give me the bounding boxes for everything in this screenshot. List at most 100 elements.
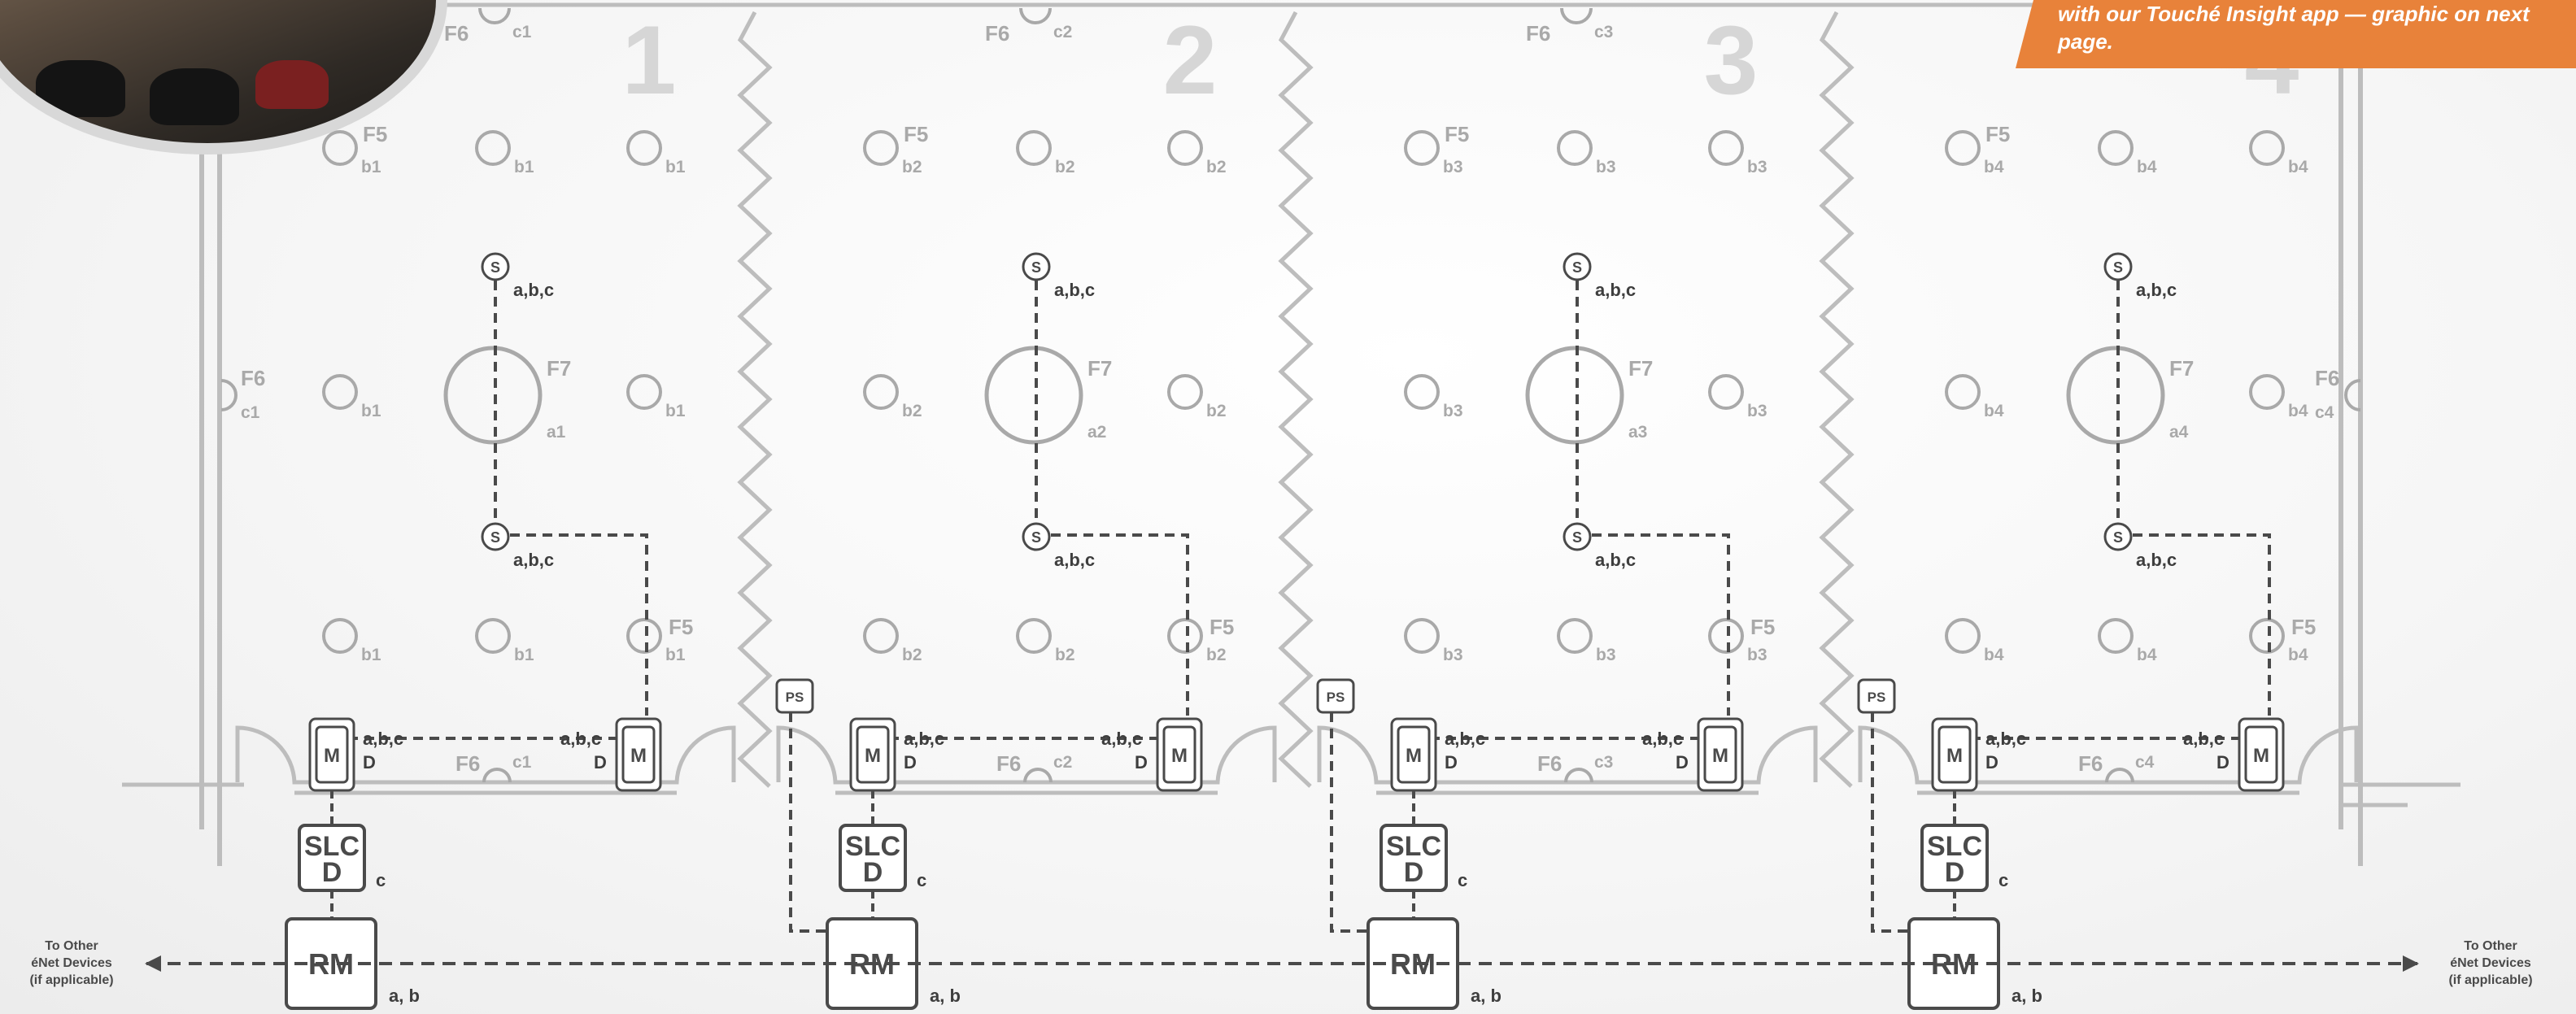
module-label: M [865, 745, 881, 767]
side-label-right: (if applicable) [2448, 973, 2532, 987]
downlight-fixture [626, 374, 662, 410]
fixture-label-f5: F5 [669, 615, 693, 639]
downlight-fixture [2249, 618, 2285, 654]
module-groups-label: a,b,c [1101, 729, 1142, 749]
pendant-fixture [443, 346, 543, 445]
downlight-fixture [1945, 618, 1981, 654]
fixture-group-label: b3 [1443, 402, 1463, 420]
dimmer-module [1162, 725, 1196, 784]
fixture-group-label: c3 [1594, 23, 1613, 41]
sensor-label: S [2113, 259, 2123, 276]
fixture-group-label: b2 [1055, 646, 1075, 664]
fixture-label-f6: F6 [1526, 21, 1550, 46]
sensor-groups-label: a,b,c [513, 550, 554, 570]
module-groups-label: a,b,c [560, 729, 601, 749]
module-groups-label: a,b,c [1985, 729, 2026, 749]
side-label-right: To Other [2464, 939, 2517, 953]
occupancy-sensor [1563, 252, 1592, 281]
fixture-group-label: b3 [1443, 158, 1463, 176]
downlight-fixture [475, 130, 511, 166]
dimmer-module [856, 725, 890, 784]
downlight-fixture [2249, 130, 2285, 166]
power-supply-label: PS [1868, 690, 1886, 705]
slc-group-label: c [917, 870, 926, 890]
sensor-label: S [490, 529, 500, 546]
pendant-fixture [1525, 346, 1624, 445]
fixture-group-label: b4 [2288, 402, 2308, 420]
downlight-fixture [1708, 130, 1744, 166]
module-dim-label: D [1445, 752, 1458, 772]
fixture-group-label: b3 [1747, 646, 1767, 664]
downlight-fixture [322, 374, 358, 410]
fixture-group-label: b1 [361, 646, 381, 664]
module-dim-label: D [904, 752, 917, 772]
power-supply-wire [1871, 712, 1909, 933]
fixture-group-label: b4 [2288, 158, 2308, 176]
fixture-group-label: c1 [241, 403, 260, 422]
fixture-group-label: b3 [1443, 646, 1463, 664]
dimmer-module [1703, 725, 1737, 784]
sensor-wire [1592, 533, 1730, 716]
fixture-group-label: b1 [514, 646, 534, 664]
fixture-label-f5: F5 [1210, 615, 1234, 639]
fixture-label-f5: F5 [1985, 122, 2010, 146]
rm-groups-label: a, b [389, 986, 420, 1006]
downlight-fixture [1557, 618, 1593, 654]
wall-sconce-bottom [1564, 768, 1593, 783]
fixture-group-label: c1 [512, 753, 532, 772]
sensor-label: S [1572, 259, 1582, 276]
fixture-group-label: a2 [1087, 423, 1106, 442]
sensor-wire [510, 533, 648, 716]
module-groups-label: a,b,c [363, 729, 403, 749]
sensor-label: S [2113, 529, 2123, 546]
fixture-label-f6: F6 [444, 21, 469, 46]
fixture-group-label: b2 [1206, 402, 1227, 420]
fixture-group-label: b1 [514, 158, 534, 176]
photo-chair [36, 60, 125, 117]
downlight-fixture [863, 618, 899, 654]
downlight-fixture [2098, 618, 2134, 654]
sensor-groups-label: a,b,c [1054, 550, 1095, 570]
module-label: M [1406, 745, 1422, 767]
downlight-fixture [1167, 374, 1203, 410]
fixture-group-label: b4 [2288, 646, 2308, 664]
photo-chair [150, 68, 239, 125]
occupancy-sensor [2103, 252, 2133, 281]
fixture-group-label: b2 [1206, 646, 1227, 664]
sensor-groups-label: a,b,c [1595, 280, 1636, 300]
sensor-groups-label: a,b,c [2136, 550, 2177, 570]
fixture-label-f7: F7 [2169, 356, 2194, 381]
fixture-label-f6: F6 [2315, 366, 2339, 390]
downlight-fixture [1404, 130, 1440, 166]
sensor-groups-label: a,b,c [1595, 550, 1636, 570]
side-label-left: (if applicable) [29, 973, 113, 987]
slc-label-top: SLC [845, 831, 900, 862]
sensor-label: S [490, 259, 500, 276]
fixture-group-label: b4 [1984, 158, 2004, 176]
fixture-label-f5: F5 [2291, 615, 2316, 639]
module-label: M [630, 745, 647, 767]
fixture-group-label: c1 [512, 23, 532, 41]
dimmer-module [1397, 725, 1431, 784]
fixture-label-f5: F5 [904, 122, 928, 146]
pendant-fixture [984, 346, 1083, 445]
dimmer-module [2244, 725, 2278, 784]
sensor-wire [1051, 533, 1189, 716]
occupancy-sensor [481, 522, 510, 551]
fixture-group-label: c4 [2315, 403, 2334, 422]
slc-group-label: c [1458, 870, 1467, 890]
downlight-fixture [475, 618, 511, 654]
fixture-group-label: b2 [902, 158, 922, 176]
module-groups-label: a,b,c [2183, 729, 2224, 749]
fixture-label-f7: F7 [1087, 356, 1112, 381]
fixture-group-label: c3 [1594, 753, 1613, 772]
wall-sconce-bottom [2105, 768, 2134, 783]
dimmer-module [315, 725, 349, 784]
module-groups-label: a,b,c [1445, 729, 1485, 749]
power-supply-label: PS [1327, 690, 1345, 705]
partition-zigzag-2 [1278, 11, 1314, 788]
